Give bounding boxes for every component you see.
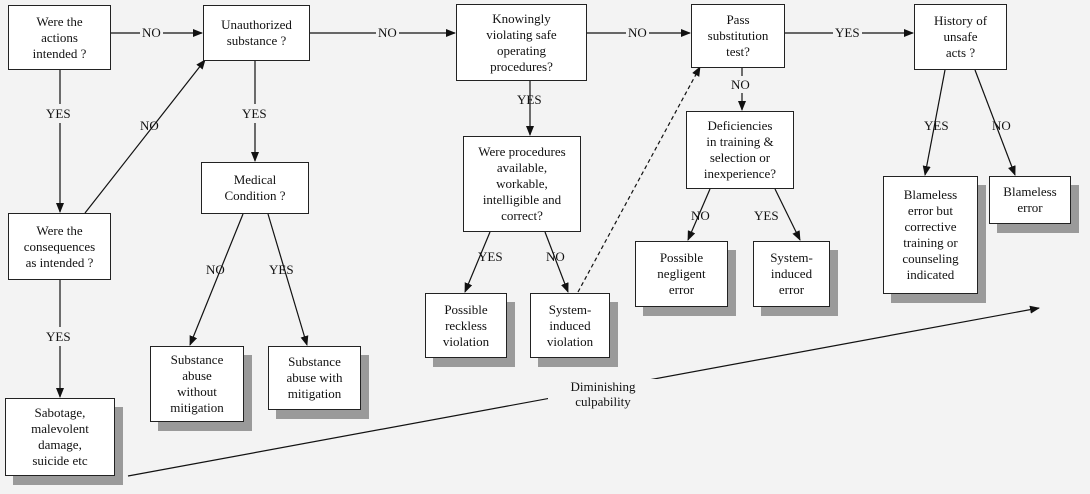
label-yes-substance-medical: YES	[242, 104, 267, 123]
outcome-reckless-violation: Possible reckless violation	[425, 293, 507, 358]
node-actions-intended: Were the actions intended ?	[8, 5, 111, 70]
node-procedures-available: Were procedures available, workable, int…	[463, 136, 581, 232]
label-diminishing-culpability: Diminishing culpability	[548, 379, 658, 409]
arrow-history-to-blameless-corrective	[922, 69, 946, 176]
node-consequences-intended: Were the consequences as intended ?	[8, 213, 111, 280]
arrow-deficiencies-to-system-error	[774, 188, 801, 241]
label-no-substance-knowingly: NO	[376, 25, 399, 40]
node-deficiencies-training: Deficiencies in training & selection or …	[686, 111, 794, 189]
label-no-deficiencies: NO	[691, 208, 710, 223]
label-yes-history: YES	[924, 118, 949, 133]
label-yes-medical: YES	[269, 262, 294, 277]
label-no-medical: NO	[206, 262, 225, 277]
outcome-substance-with-mitigation: Substance abuse with mitigation	[268, 346, 361, 410]
outcome-system-induced-error: System- induced error	[753, 241, 830, 307]
outcome-system-induced-violation: System- induced violation	[530, 293, 610, 358]
label-no-consequences-substance: NO	[140, 118, 159, 133]
arrow-consequences-to-substance	[84, 59, 206, 214]
label-yes-consequences-sabotage: YES	[46, 327, 71, 346]
outcome-sabotage: Sabotage, malevolent damage, suicide etc	[5, 398, 115, 476]
node-pass-substitution: Pass substitution test?	[691, 4, 785, 68]
node-knowingly-violating: Knowingly violating safe operating proce…	[456, 4, 587, 81]
outcome-substance-without-mitigation: Substance abuse without mitigation	[150, 346, 244, 422]
node-history-unsafe: History of unsafe acts ?	[914, 4, 1007, 70]
arrow-medical-to-no-mitigation	[189, 213, 244, 346]
node-unauthorized-substance: Unauthorized substance ?	[203, 5, 310, 61]
label-yes-procedures: YES	[478, 249, 503, 264]
node-medical-condition: Medical Condition ?	[201, 162, 309, 214]
arrow-procedures-to-reckless	[464, 231, 491, 293]
label-yes-pass-history: YES	[833, 25, 862, 40]
label-yes-deficiencies: YES	[754, 208, 779, 223]
outcome-blameless-corrective: Blameless error but corrective training …	[883, 176, 978, 294]
outcome-negligent-error: Possible negligent error	[635, 241, 728, 307]
label-no-pass-deficiencies: NO	[731, 76, 750, 93]
arrow-procedures-to-system-violation	[544, 231, 569, 293]
outcome-blameless-error: Blameless error	[989, 176, 1071, 224]
label-yes-knowingly-procedures: YES	[517, 92, 542, 107]
arrow-system-violation-to-pass	[577, 66, 701, 293]
arrow-history-to-blameless	[974, 69, 1016, 176]
label-no-knowingly-pass: NO	[626, 25, 649, 40]
label-yes-actions-consequences: YES	[46, 104, 71, 123]
arrow-deficiencies-to-negligent	[687, 188, 711, 241]
label-no-history: NO	[992, 118, 1011, 133]
label-no-actions-substance: NO	[140, 25, 163, 40]
arrow-medical-to-mitigation	[267, 213, 309, 346]
label-no-procedures: NO	[546, 249, 565, 264]
